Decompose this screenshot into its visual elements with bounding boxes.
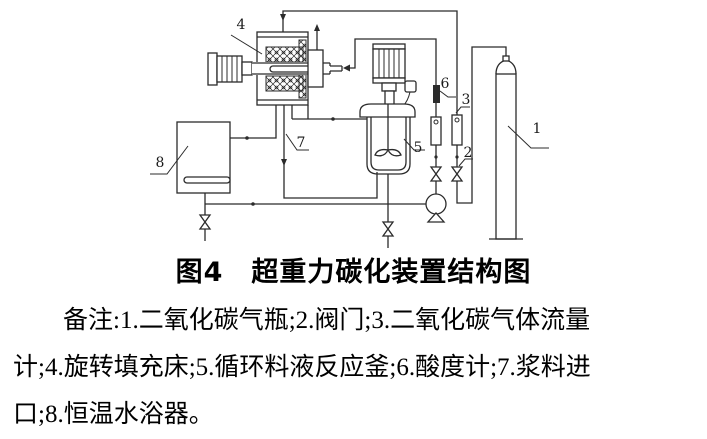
callout-7: 7 (297, 135, 306, 151)
junction-dot (245, 136, 249, 140)
junction-dot (331, 117, 335, 121)
callout-numbers: 1 2 3 4 5 6 7 8 (156, 17, 542, 171)
flow-meter-float (433, 119, 439, 125)
heater-element (183, 176, 231, 184)
reactor-motor-cap (372, 43, 406, 50)
flow-meter-slurry (430, 116, 442, 146)
pump-base (426, 212, 446, 223)
callout-3: 3 (462, 92, 471, 108)
valve-icon-reactor-drain (381, 221, 395, 237)
callout-1: 1 (533, 121, 542, 137)
bed-bearing-housing (307, 49, 324, 88)
leader-4 (230, 34, 263, 55)
gas-pipe-lines (280, 10, 507, 204)
callout-leaders (150, 34, 549, 175)
junction-dot (251, 202, 255, 206)
cylinder-dome (495, 59, 517, 75)
bed-feed-stub (330, 65, 343, 72)
circulation-pump (425, 193, 447, 223)
bed-bracket (291, 105, 309, 119)
rotating-packed-bed (207, 24, 343, 119)
callout-2: 2 (464, 145, 473, 161)
leader-8 (150, 145, 189, 175)
reactor-wall-outer (366, 117, 411, 175)
slurry-pipe-lines (204, 38, 438, 248)
vent-arrow-up (314, 24, 320, 31)
valve-icon-gas-line (450, 166, 464, 182)
notes-line-1: 备注:1.二氧化碳气瓶;2.阀门;3.二氧化碳气体流量 (63, 307, 591, 334)
flow-meters (430, 114, 463, 146)
gas-flow-arrow-down (280, 14, 286, 21)
junction-dot (434, 155, 438, 159)
bed-packing-lower (265, 75, 304, 92)
callout-6: 6 (441, 76, 450, 92)
bed-motor-cap (207, 52, 218, 86)
valve-icon-slurry-line (429, 166, 443, 182)
ph-meter (433, 85, 440, 103)
callout-5: 5 (414, 140, 423, 156)
impeller-blade-right (387, 148, 402, 157)
notes-line-3: 口;8.恒温水浴器。 (13, 401, 214, 428)
valve-icon-bath-drain (198, 214, 212, 230)
leader-6 (439, 90, 456, 98)
slurry-flow-arrow-left (343, 64, 350, 72)
reactor-wall-inner (370, 117, 407, 171)
figure-title: 图4 超重力碳化装置结构图 (175, 257, 532, 288)
figure-notes: 备注:1.二氧化碳气瓶;2.阀门;3.二氧化碳气体流量 计;4.旋转填充床;5.… (0, 297, 707, 438)
bed-outlet-arrow-down (281, 159, 287, 166)
ph-probe-head (404, 80, 417, 93)
reactor-vessel (359, 43, 417, 175)
leader-7 (285, 133, 309, 151)
leader-1 (507, 125, 549, 149)
reactor-coupling (381, 82, 397, 92)
reactor-shaft-neck (384, 90, 395, 106)
cylinder-body (495, 73, 517, 240)
cylinder-valve-nub (502, 55, 510, 62)
bed-packing-upper (265, 46, 304, 63)
reactor-motor-base (372, 77, 406, 84)
leader-3 (455, 106, 470, 114)
apparatus-diagram: 1 2 3 4 5 6 7 8 (150, 10, 549, 248)
bed-motor-body (216, 55, 243, 83)
valves (198, 166, 464, 237)
leader-2 (458, 158, 473, 167)
leader-5 (403, 138, 425, 151)
callout-8: 8 (156, 155, 165, 171)
flow-meter-gas (451, 114, 463, 146)
impeller-blade-left (374, 148, 389, 157)
junction-dot (455, 155, 459, 159)
flow-meter-float (454, 117, 460, 123)
notes-line-2: 计;4.旋转填充床;5.循环料液反应釜;6.酸度计;7.浆料进 (13, 354, 591, 381)
gas-cylinder (489, 55, 523, 240)
water-bath (176, 121, 231, 194)
pump-body (425, 193, 447, 215)
bed-shaft-coupling (241, 61, 253, 76)
callout-4: 4 (237, 17, 246, 33)
